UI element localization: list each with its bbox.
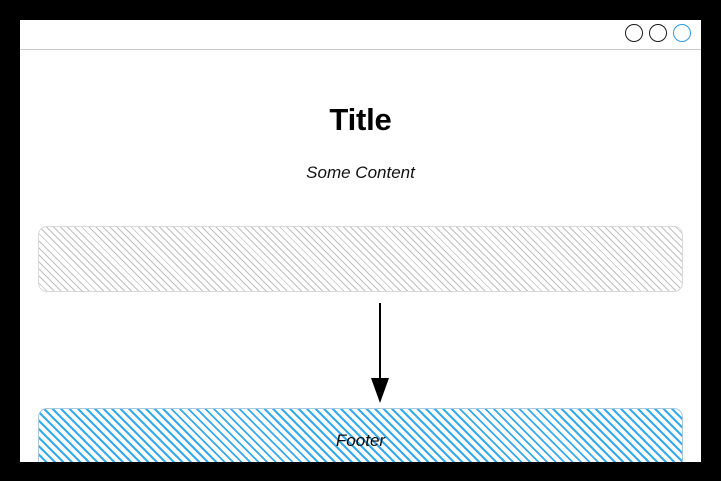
connector-arrow-icon: [360, 303, 400, 403]
footer-label: Footer: [335, 431, 386, 450]
body-panel: [38, 226, 683, 292]
minimize-button[interactable]: [625, 24, 643, 42]
page-title: Title: [329, 102, 392, 137]
app-window: Title Some Content Footer: [20, 20, 701, 462]
page-subtitle: Some Content: [306, 163, 415, 182]
footer-panel: Footer: [38, 408, 683, 462]
window-titlebar[interactable]: [20, 20, 701, 50]
window-controls: [625, 24, 691, 42]
close-button[interactable]: [673, 24, 691, 42]
window-content: Title Some Content Footer: [20, 51, 701, 462]
maximize-button[interactable]: [649, 24, 667, 42]
